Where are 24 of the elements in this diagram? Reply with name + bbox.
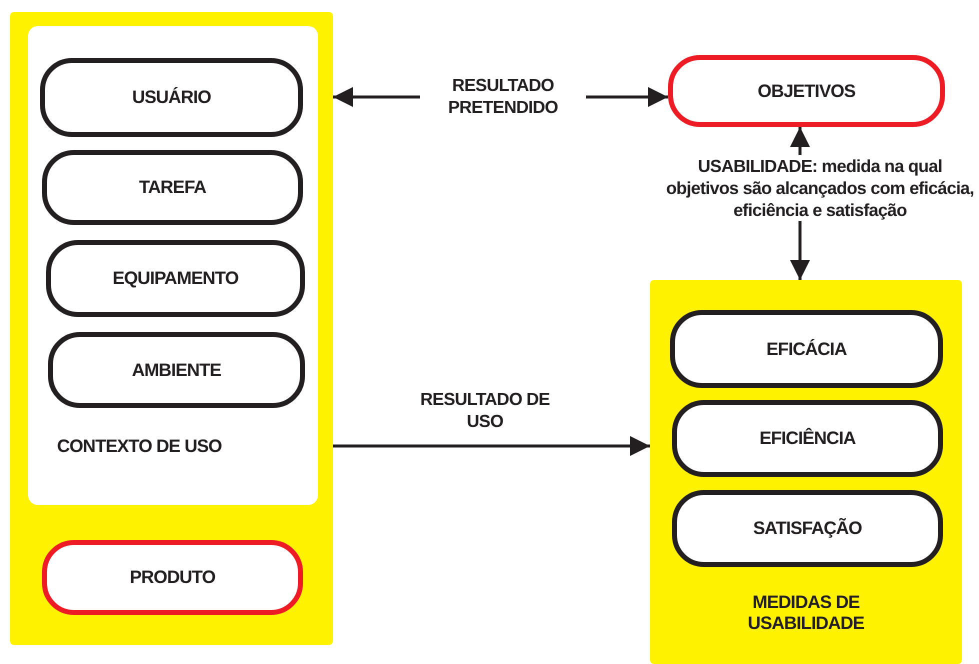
box-label: AMBIENTE xyxy=(132,360,222,380)
rounded-box xyxy=(42,150,303,225)
rounded-box xyxy=(672,490,943,567)
box-label: EQUIPAMENTO xyxy=(112,268,238,289)
rounded-box xyxy=(668,55,945,127)
box-label: PRODUTO xyxy=(130,567,216,588)
context-panel xyxy=(28,26,318,505)
rounded-box xyxy=(40,58,303,137)
panel-title: CONTEXTO DE USO xyxy=(57,436,222,457)
arrow xyxy=(333,436,650,456)
box-label: SATISFAÇÃO xyxy=(753,518,862,539)
panel-title: MEDIDAS DE USABILIDADE xyxy=(746,592,866,634)
rounded-box xyxy=(672,400,943,477)
rounded-box xyxy=(48,332,305,408)
rounded-box xyxy=(46,240,305,317)
rounded-box xyxy=(42,540,303,615)
group-panel xyxy=(650,280,962,664)
box-label: EFICIÊNCIA xyxy=(759,428,856,449)
panel-box xyxy=(10,12,333,645)
box-label: USUÁRIO xyxy=(132,87,211,108)
box-label: OBJETIVOS xyxy=(758,80,856,102)
box-label: TAREFA xyxy=(138,177,206,198)
rounded-box xyxy=(670,310,943,388)
box-label: EFICÁCIA xyxy=(766,338,847,360)
